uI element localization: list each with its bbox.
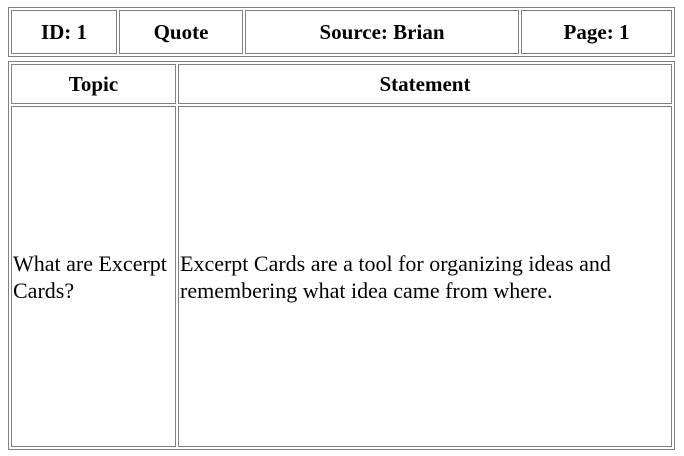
- card-page: Page: 1: [521, 10, 672, 54]
- topic-cell: What are Excerpt Cards?: [11, 106, 176, 447]
- card-source: Source: Brian: [245, 10, 519, 54]
- card-id: ID: 1: [11, 10, 117, 54]
- statement-cell: Excerpt Cards are a tool for organizing …: [178, 106, 672, 447]
- card-header-row: ID: 1 Quote Source: Brian Page: 1: [11, 10, 672, 54]
- card-header-table: ID: 1 Quote Source: Brian Page: 1: [8, 7, 675, 57]
- table-header-row: Topic Statement: [11, 64, 672, 104]
- statement-column-header: Statement: [178, 64, 672, 104]
- table-row: What are Excerpt Cards? Excerpt Cards ar…: [11, 106, 672, 447]
- card-content-table: Topic Statement What are Excerpt Cards? …: [8, 61, 675, 450]
- card-type: Quote: [119, 10, 243, 54]
- topic-column-header: Topic: [11, 64, 176, 104]
- excerpt-card: ID: 1 Quote Source: Brian Page: 1 Topic …: [8, 7, 675, 450]
